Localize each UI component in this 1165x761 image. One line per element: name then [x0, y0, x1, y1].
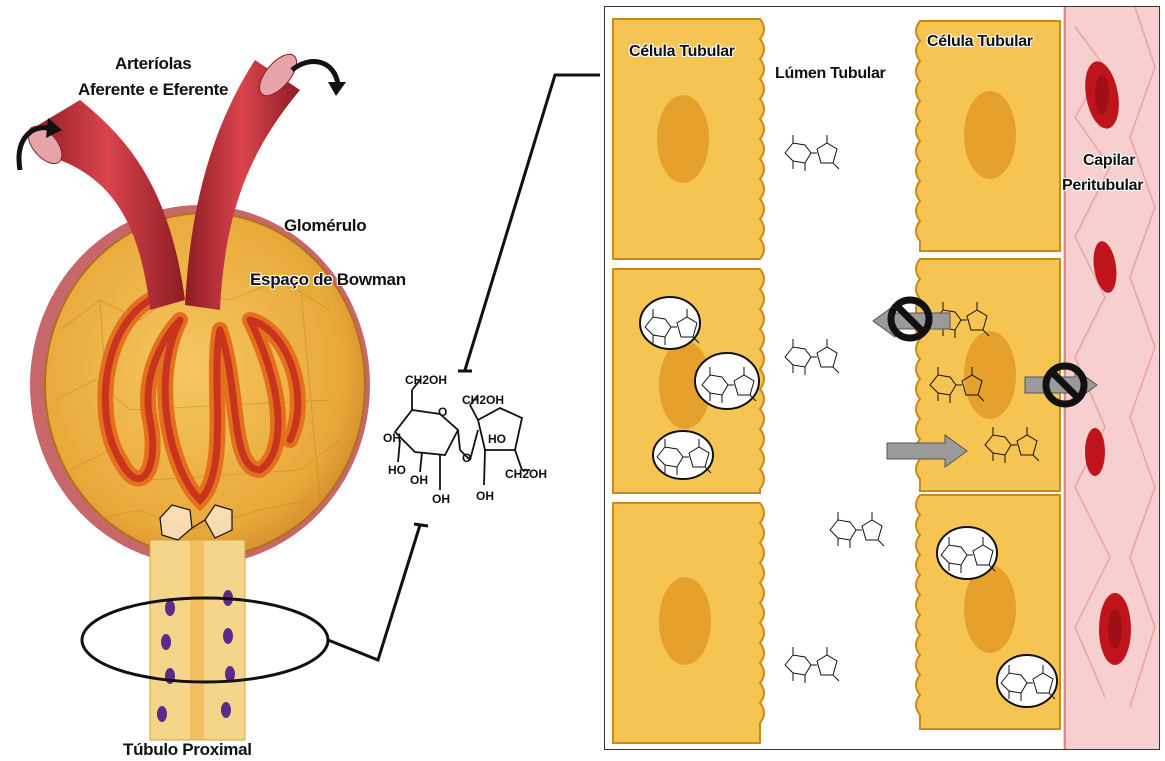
label-capillary-2: Peritubular — [1062, 177, 1143, 195]
sucrose-bridge-o: O — [462, 451, 471, 465]
sucrose-oh-6: OH — [476, 489, 494, 503]
label-tubular-cell-right: Célula Tubular — [927, 33, 1033, 51]
sucrose-oh-1: OH — [383, 431, 401, 445]
tubule-detail-panel: Célula Tubular Célula Tubular Lúmen Tubu… — [604, 6, 1160, 750]
sucrose-oh-5: HO — [488, 432, 506, 446]
tubule-detail-svg — [605, 7, 1159, 749]
sucrose-ch2oh-1: CH2OH — [405, 373, 447, 387]
label-capillary-1: Capilar — [1083, 152, 1135, 170]
flow-arrow-right-icon — [292, 62, 338, 85]
sucrose-ch2oh-3: CH2OH — [505, 467, 547, 481]
sucrose-ring-o: O — [438, 405, 447, 419]
sucrose-ch2oh-2: CH2OH — [462, 393, 504, 407]
sucrose-oh-3: OH — [410, 473, 428, 487]
label-arterioles-2: Aferente e Eferente — [78, 80, 228, 100]
connector-line-bottom — [328, 525, 420, 660]
label-bowman-space: Espaço de Bowman — [250, 270, 406, 290]
label-arterioles-1: Arteríolas — [115, 54, 191, 74]
label-glomerulus: Glomérulo — [284, 216, 366, 236]
sucrose-oh-4: OH — [432, 492, 450, 506]
connector-line-top — [465, 75, 600, 370]
sucrose-oh-2: HO — [388, 463, 406, 477]
label-tubular-cell-left: Célula Tubular — [629, 43, 735, 61]
label-tubular-lumen: Lúmen Tubular — [775, 65, 885, 83]
label-proximal-tubule: Túbulo Proximal — [123, 740, 252, 760]
nephron-illustration: CH2OH CH2OH CH2OH O O OH HO OH OH HO OH — [0, 0, 600, 761]
